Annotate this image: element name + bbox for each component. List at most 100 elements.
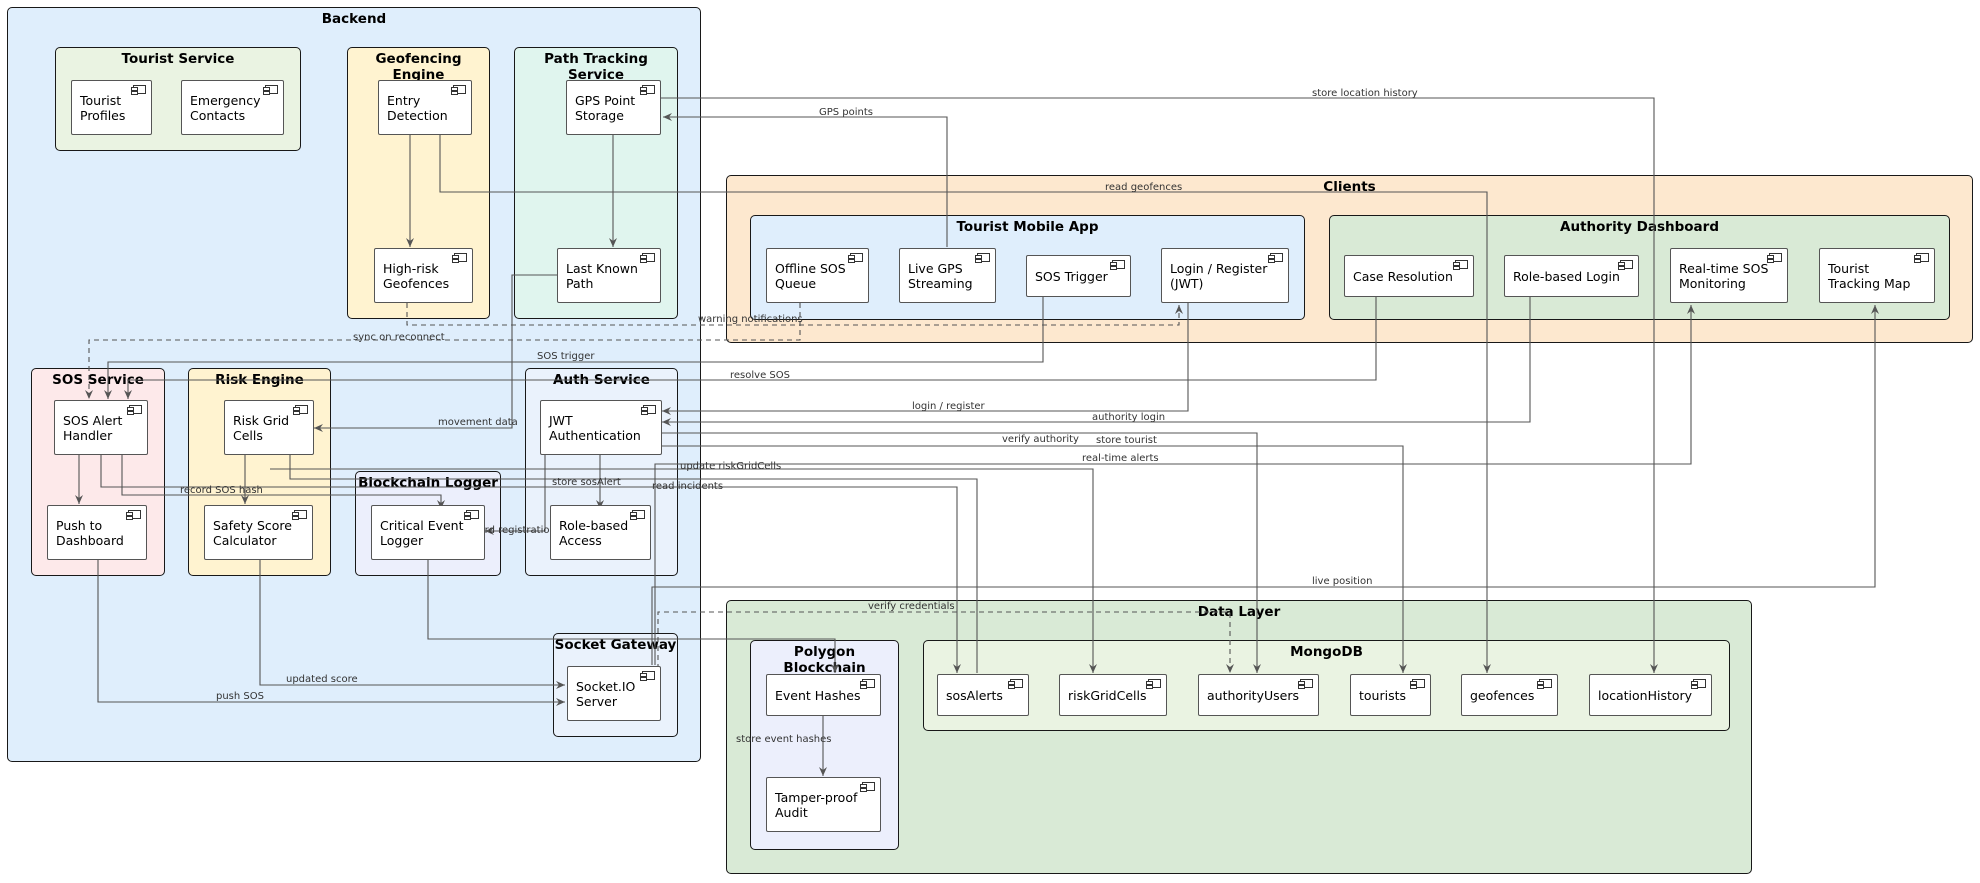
label-sos-trigger: SOS trigger <box>537 351 595 362</box>
component-icon <box>451 85 466 95</box>
component-icon <box>1146 679 1161 689</box>
tamper-proof-audit-component[interactable]: Tamper-proof Audit <box>766 777 881 832</box>
gps-point-storage-component[interactable]: GPS Point Storage <box>566 80 661 135</box>
sos-service-title: SOS Service <box>52 372 144 388</box>
component-icon <box>1298 679 1313 689</box>
component-icon <box>630 510 645 520</box>
jwt-authentication-component[interactable]: JWT Authentication <box>540 400 662 455</box>
label-authority-login: authority login <box>1092 412 1165 423</box>
live-gps-streaming-component[interactable]: Live GPS Streaming <box>899 248 996 303</box>
locationhistory-collection[interactable]: locationHistory <box>1589 674 1712 716</box>
label-read-incidents: read incidents <box>652 481 723 492</box>
geofences-collection[interactable]: geofences <box>1461 674 1558 716</box>
critical-event-logger-component[interactable]: Critical Event Logger <box>371 505 485 560</box>
edge-warning-notifications <box>406 303 1183 326</box>
riskgridcells-collection[interactable]: riskGridCells <box>1059 674 1167 716</box>
high-risk-geofences-component[interactable]: High-risk Geofences <box>374 248 473 303</box>
geofencing-engine-title: Geofencing Engine <box>375 51 462 83</box>
label-real-time-alerts: real-time alerts <box>1082 453 1159 464</box>
edge-updated-score <box>259 560 565 689</box>
polygon-blockchain-title: Polygon Blockchain <box>783 644 866 676</box>
case-resolution-component[interactable]: Case Resolution <box>1344 255 1474 297</box>
tourist-service-title: Tourist Service <box>121 51 235 67</box>
safety-score-calculator-component[interactable]: Safety Score Calculator <box>204 505 313 560</box>
label-record-registration-hash: record registration hash <box>463 525 583 536</box>
edge-gps-points <box>663 113 948 247</box>
label-updated-score: updated score <box>286 674 358 685</box>
event-hashes-component[interactable]: Event Hashes <box>766 674 881 716</box>
risk-grid-cells-component[interactable]: Risk Grid Cells <box>224 400 314 455</box>
component-icon <box>1914 253 1929 263</box>
sosalerts-collection[interactable]: sosAlerts <box>937 674 1029 716</box>
label-warning-notifications: warning notifications <box>698 314 803 325</box>
edge-sync-on-reconnect <box>85 303 801 399</box>
tourist-tracking-map-component[interactable]: Tourist Tracking Map <box>1819 248 1935 303</box>
edge-record-registration-hash <box>485 417 546 535</box>
component-icon <box>131 85 146 95</box>
label-update-riskgridcells: update riskGridCells <box>680 461 781 472</box>
label-resolve-sos: resolve SOS <box>730 370 790 381</box>
entry-detection-component[interactable]: Entry Detection <box>378 80 472 135</box>
push-to-dashboard-component[interactable]: Push to Dashboard <box>47 505 147 560</box>
component-icon <box>292 510 307 520</box>
login-register-component[interactable]: Login / Register (JWT) <box>1161 248 1289 303</box>
sos-trigger-component[interactable]: SOS Trigger <box>1026 255 1131 297</box>
edge-risk-to-db <box>270 468 1097 673</box>
edge-live-position <box>651 305 1879 665</box>
data-layer-title: Data Layer <box>1197 604 1281 620</box>
label-store-event-hashes: store event hashes <box>736 734 832 745</box>
component-icon <box>1453 260 1468 270</box>
component-icon <box>860 782 875 792</box>
authorityusers-collection[interactable]: authorityUsers <box>1198 674 1319 716</box>
label-gps-points: GPS points <box>819 107 873 118</box>
component-icon <box>126 510 141 520</box>
edge-store-tourist <box>662 445 1407 673</box>
label-sync-on-reconnect: sync on reconnect <box>353 332 445 343</box>
label-verify-authority: verify authority <box>1002 434 1079 445</box>
tourist-profiles-component[interactable]: Tourist Profiles <box>71 80 152 135</box>
component-icon <box>640 85 655 95</box>
socketio-server-component[interactable]: Socket.IO Server <box>567 666 661 721</box>
realtime-sos-monitoring-component[interactable]: Real-time SOS Monitoring <box>1670 248 1788 303</box>
authority-dashboard-title: Authority Dashboard <box>1560 219 1719 235</box>
edge-push-sos <box>97 560 565 706</box>
clients-title: Clients <box>1323 179 1376 195</box>
component-icon <box>975 253 990 263</box>
edge-sos-trigger <box>104 296 1044 399</box>
last-known-path-component[interactable]: Last Known Path <box>557 248 661 303</box>
edge-resolve-sos <box>124 296 1377 399</box>
component-icon <box>640 671 655 681</box>
role-based-login-component[interactable]: Role-based Login <box>1504 255 1639 297</box>
edge-verify-authority <box>662 432 1261 673</box>
component-icon <box>1618 260 1633 270</box>
edge-store-sosalert <box>100 455 961 673</box>
component-icon <box>464 510 479 520</box>
component-icon <box>1537 679 1552 689</box>
label-store-sosalert: store sosAlert <box>552 477 621 488</box>
edge-verify-credentials <box>657 611 1234 687</box>
component-icon <box>452 253 467 263</box>
component-icon <box>293 405 308 415</box>
label-live-position: live position <box>1312 576 1372 587</box>
emergency-contacts-component[interactable]: Emergency Contacts <box>181 80 284 135</box>
edge-real-time-alerts <box>654 305 1695 665</box>
component-icon <box>1008 679 1023 689</box>
label-record-sos-hash: record SOS hash <box>180 485 263 496</box>
mongodb-title: MongoDB <box>1290 644 1363 660</box>
edge-authority-login <box>662 296 1531 426</box>
tourists-collection[interactable]: tourists <box>1350 674 1431 716</box>
label-push-sos: push SOS <box>216 691 264 702</box>
label-login-register: login / register <box>912 401 986 412</box>
edge-login-register <box>662 303 1189 415</box>
socket-gateway-title: Socket Gateway <box>554 637 677 653</box>
label-read-geofences: read geofences <box>1105 182 1182 193</box>
sos-alert-handler-component[interactable]: SOS Alert Handler <box>54 400 148 455</box>
role-based-access-component[interactable]: Role-based Access <box>550 505 651 560</box>
label-verify-credentials: verify credentials <box>868 601 955 612</box>
label-store-location-history: store location history <box>1312 88 1418 99</box>
edge-record-sos-hash <box>121 455 445 509</box>
label-movement-data: movement data <box>438 417 518 428</box>
offline-sos-queue-component[interactable]: Offline SOS Queue <box>766 248 869 303</box>
tourist-mobile-app-title: Tourist Mobile App <box>956 219 1099 235</box>
